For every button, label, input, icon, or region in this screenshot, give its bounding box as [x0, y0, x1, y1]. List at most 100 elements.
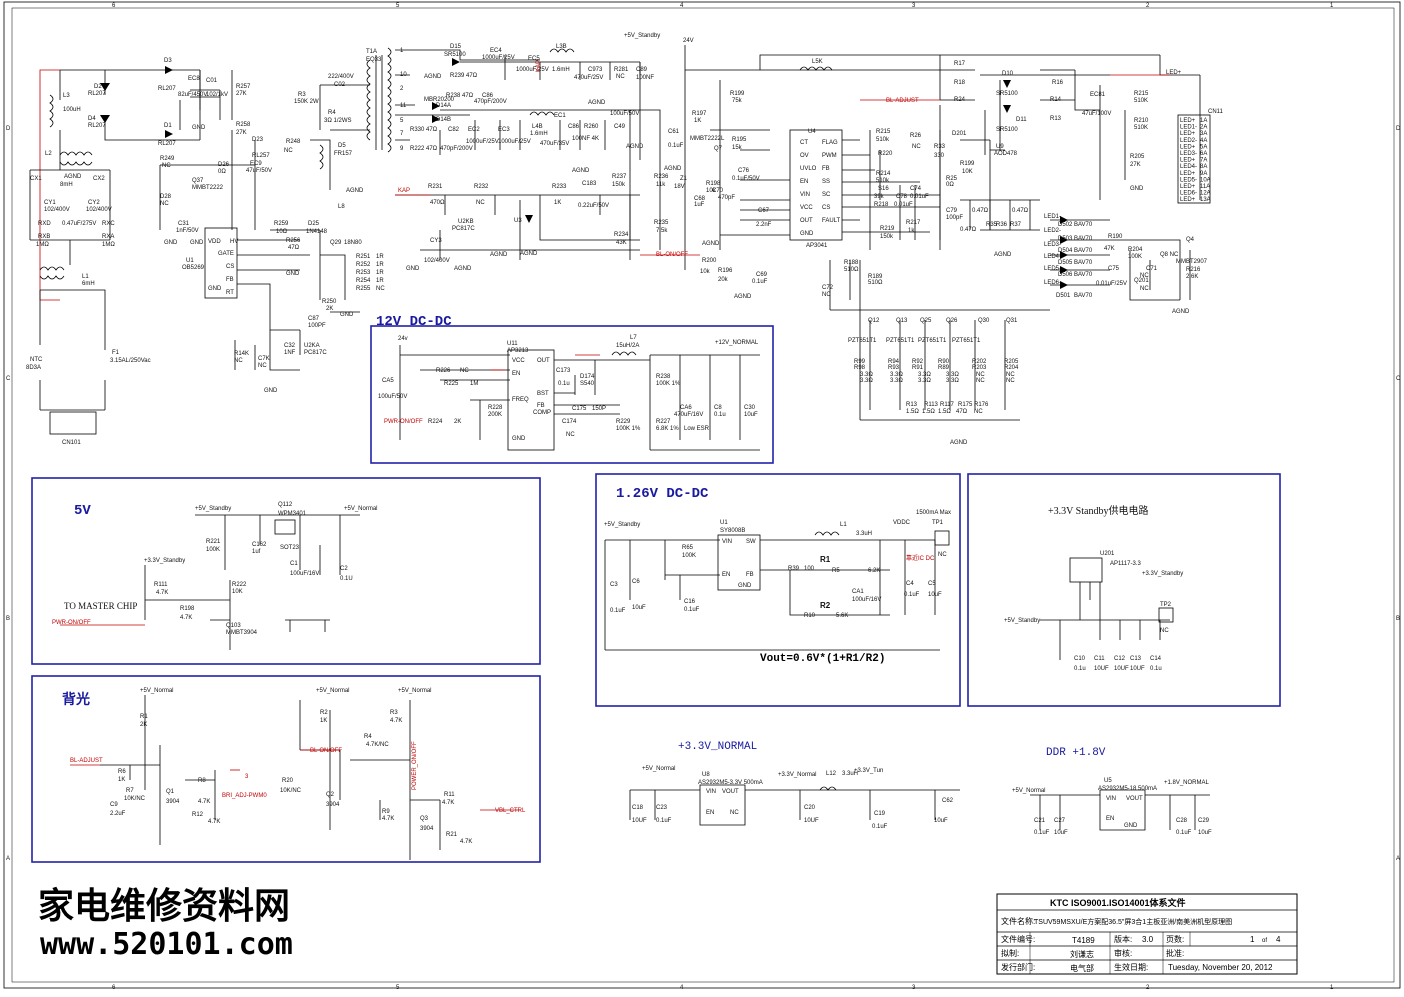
border-col-4: 4	[680, 3, 684, 9]
svg-text:R226: R226	[436, 368, 451, 374]
svg-text:4.7K: 4.7K	[390, 718, 402, 724]
border-col-3: 3	[912, 3, 916, 9]
svg-text:Q2: Q2	[326, 792, 335, 798]
cn11-pin-13: 13A	[1200, 197, 1211, 203]
svg-text:7: 7	[400, 131, 404, 137]
svg-text:222/400V: 222/400V	[328, 74, 354, 80]
svg-text:200K: 200K	[488, 412, 502, 418]
svg-text:Q26: Q26	[946, 318, 958, 324]
tb-author: 刘谦志	[1070, 949, 1094, 959]
svg-text:102/1kV: 102/1kV	[206, 92, 228, 98]
cn11-pin-11: 11A	[1200, 184, 1210, 190]
svg-text:470pF: 470pF	[718, 195, 735, 201]
svg-text:Q1: Q1	[166, 789, 175, 795]
svg-text:470pF/200V: 470pF/200V	[474, 99, 507, 105]
net-current-max: 1500mA Max	[916, 510, 951, 516]
svg-text:C49: C49	[614, 124, 626, 130]
svg-text:NC: NC	[976, 378, 985, 384]
net-tp1: TP1	[932, 520, 944, 526]
svg-text:NC: NC	[460, 368, 469, 374]
svg-text:27K: 27K	[1130, 162, 1141, 168]
svg-text:0.1uF: 0.1uF	[610, 608, 626, 614]
tb-date: Tuesday, November 20, 2012	[1168, 963, 1273, 972]
svg-text:Q30: Q30	[978, 318, 990, 324]
svg-text:R98: R98	[854, 365, 866, 371]
svg-text:RL207: RL207	[88, 123, 106, 129]
svg-text:0Ω: 0Ω	[946, 182, 954, 188]
net-bl-onoff-top: BL-ON/OFF	[656, 252, 688, 258]
svg-text:L4B: L4B	[532, 124, 543, 130]
net-gnd-1: GND	[192, 125, 206, 131]
svg-text:C1: C1	[290, 561, 298, 567]
secondary-outputs	[395, 48, 700, 260]
svg-text:510k: 510k	[876, 137, 890, 143]
svg-text:10k: 10k	[700, 269, 711, 275]
svg-text:R256: R256	[286, 238, 301, 244]
cn11-pin-net-9: LED+	[1180, 171, 1196, 177]
svg-text:R217: R217	[906, 220, 921, 226]
svg-text:510K: 510K	[1134, 125, 1148, 131]
svg-text:RL207: RL207	[88, 91, 106, 97]
svg-text:100K: 100K	[1128, 254, 1142, 260]
svg-text:R24: R24	[954, 97, 966, 103]
svg-text:NC: NC	[284, 148, 293, 154]
svg-text:C01: C01	[206, 78, 218, 84]
svg-text:R5: R5	[832, 568, 840, 574]
svg-text:3Ω 1/2WS: 3Ω 1/2WS	[324, 118, 352, 124]
svg-text:1M: 1M	[470, 381, 478, 387]
svg-text:R65: R65	[682, 545, 694, 551]
u11-pin-fb: FB	[537, 403, 545, 409]
svg-text:NC: NC	[234, 358, 243, 364]
svg-text:CA6: CA6	[680, 405, 692, 411]
svg-text:S540: S540	[580, 381, 595, 387]
svg-text:R255: R255	[356, 286, 371, 292]
svg-text:0.1u: 0.1u	[558, 381, 570, 387]
svg-text:C69: C69	[756, 272, 768, 278]
svg-text:LED6-: LED6-	[1044, 280, 1061, 286]
svg-text:6.2K: 6.2K	[868, 568, 880, 574]
svg-text:D504: D504	[1058, 248, 1073, 254]
svg-text:43K: 43K	[616, 240, 627, 246]
svg-text:PZT651T1: PZT651T1	[918, 338, 947, 344]
cn11-pin-3: 3A	[1200, 131, 1207, 137]
svg-text:R197: R197	[692, 111, 707, 117]
net-bri-adj: BRI_ADJ-PWM0	[222, 793, 267, 799]
svg-text:PZT651T1: PZT651T1	[952, 338, 981, 344]
svg-text:10k: 10k	[706, 188, 717, 194]
svg-text:3.3Ω: 3.3Ω	[918, 372, 931, 378]
svg-text:1000uF/25V: 1000uF/25V	[482, 55, 515, 61]
svg-text:R200: R200	[702, 258, 717, 264]
svg-text:C8: C8	[714, 405, 722, 411]
border-col-5: 5	[396, 3, 400, 9]
u4-pin-out: OUT	[800, 218, 813, 224]
svg-text:C87: C87	[308, 316, 320, 322]
net-labels: +5V_Standby 24V +12V_NORMAL +5V_Standby …	[52, 33, 1210, 814]
svg-text:D14A: D14A	[436, 103, 451, 109]
cn11-pin-net-4: LED2-	[1180, 138, 1197, 144]
svg-text:R249: R249	[160, 156, 175, 162]
svg-text:L1: L1	[82, 274, 89, 280]
svg-text:R204: R204	[1128, 247, 1143, 253]
tb-page: 1	[1250, 935, 1255, 944]
svg-text:0.1u: 0.1u	[714, 412, 726, 418]
svg-text:2.2nF: 2.2nF	[756, 222, 772, 228]
border-row-C: C	[6, 376, 11, 382]
svg-text:EC81: EC81	[1090, 92, 1106, 98]
svg-text:0.01uF: 0.01uF	[894, 202, 913, 208]
svg-text:R253: R253	[356, 270, 371, 276]
svg-text:7.5k: 7.5k	[656, 228, 668, 234]
svg-text:4.7K: 4.7K	[180, 615, 192, 621]
border-row-right-A: A	[1396, 856, 1400, 862]
svg-text:RL207: RL207	[158, 86, 176, 92]
svg-text:R189: R189	[868, 274, 883, 280]
u4-pin-flag: FLAG	[822, 140, 838, 146]
svg-text:27K: 27K	[236, 130, 247, 136]
net-5v-standby-126: +5V_Standby	[604, 522, 640, 528]
svg-text:EQ33: EQ33	[366, 57, 382, 63]
svg-text:1uF: 1uF	[694, 202, 705, 208]
cn11-pin-12: 12A	[1200, 191, 1211, 197]
svg-text:1: 1	[400, 48, 404, 54]
svg-text:R220: R220	[878, 151, 893, 157]
svg-text:R198: R198	[706, 181, 721, 187]
net-pwr-onoff-5v: PWR-ON/OFF	[52, 620, 91, 626]
